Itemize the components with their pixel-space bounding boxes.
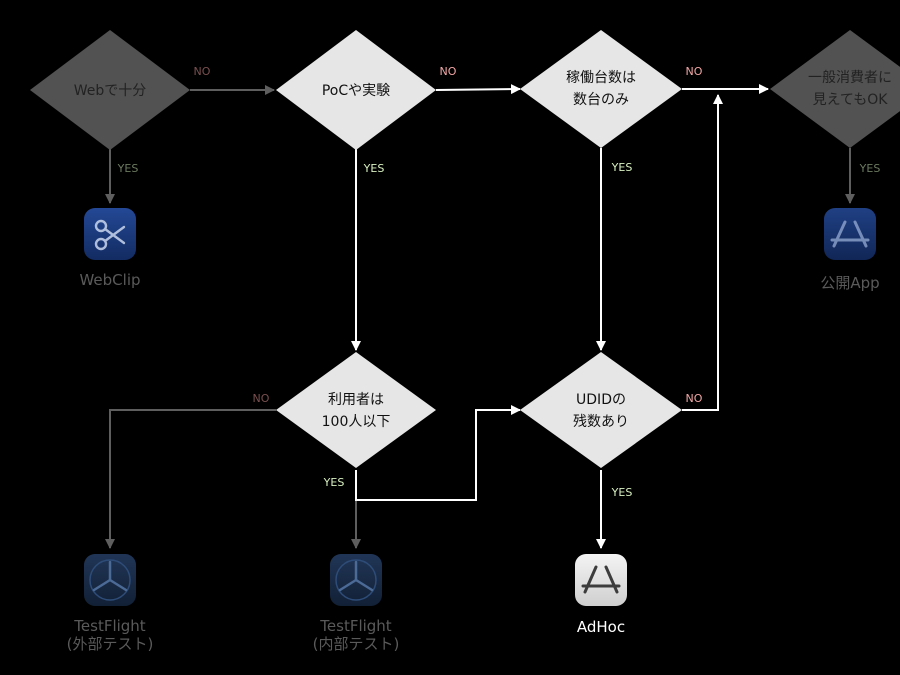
edge-label-yes: YES [859,162,881,175]
edge-label-no: NO [686,65,703,78]
edge-users-to-testflight-external [105,409,276,549]
app-store-icon [824,208,876,260]
outcome-label-line-2: (内部テスト) [313,635,400,653]
decision-users-100: 利用者は 100人以下 [276,352,436,468]
decision-label-line-2: 見えてもOK [813,92,889,108]
decision-label-line-1: UDIDの [576,392,626,408]
decision-udid-left: UDIDの 残数あり [520,352,682,468]
decision-label-line-2: 100人以下 [322,414,391,430]
edge-label-no: NO [686,392,703,405]
outcome-label: 公開App [820,274,879,292]
edge-poc-to-few-devices [435,84,521,95]
decision-public-ok: 一般消費者に 見えてもOK [770,30,900,148]
edge-label-yes: YES [611,161,633,174]
outcome-webclip: WebClip [79,208,141,289]
edge-label-yes: YES [363,162,385,175]
decision-poc: PoCや実験 [276,30,436,150]
outcome-label: AdHoc [577,618,625,636]
outcome-testflight-internal: TestFlight (内部テスト) [313,554,400,653]
outcome-label-line-1: TestFlight [319,617,392,635]
decision-label-line-2: 数台のみ [573,92,629,108]
edge-udid-to-public [682,94,723,411]
decision-label-line-2: 残数あり [573,414,629,430]
edge-label-yes: YES [323,476,345,489]
decision-label-line-1: 利用者は [328,392,384,408]
outcome-label: WebClip [79,271,140,289]
outcome-public-app: 公開App [820,208,880,292]
edge-label-yes: YES [611,486,633,499]
decision-few-devices: 稼働台数は 数台のみ [520,30,682,148]
app-store-icon [575,554,627,606]
decision-label-line-1: 稼働台数は [566,70,636,86]
decision-web-enough: Webで十分 [30,30,190,150]
edge-label-no: NO [440,65,457,78]
edge-label-no: NO [194,65,211,78]
edge-label-no: NO [253,392,270,405]
outcome-adhoc: AdHoc [575,554,627,636]
decision-label: Webで十分 [74,83,147,99]
outcome-testflight-external: TestFlight (外部テスト) [67,554,154,653]
edge-users-to-udid [355,405,521,501]
outcome-label-line-1: TestFlight [73,617,146,635]
decision-label: PoCや実験 [322,83,390,99]
outcome-label-line-2: (外部テスト) [67,635,154,653]
decision-label-line-1: 一般消費者に [808,70,892,86]
edge-label-yes: YES [117,162,139,175]
